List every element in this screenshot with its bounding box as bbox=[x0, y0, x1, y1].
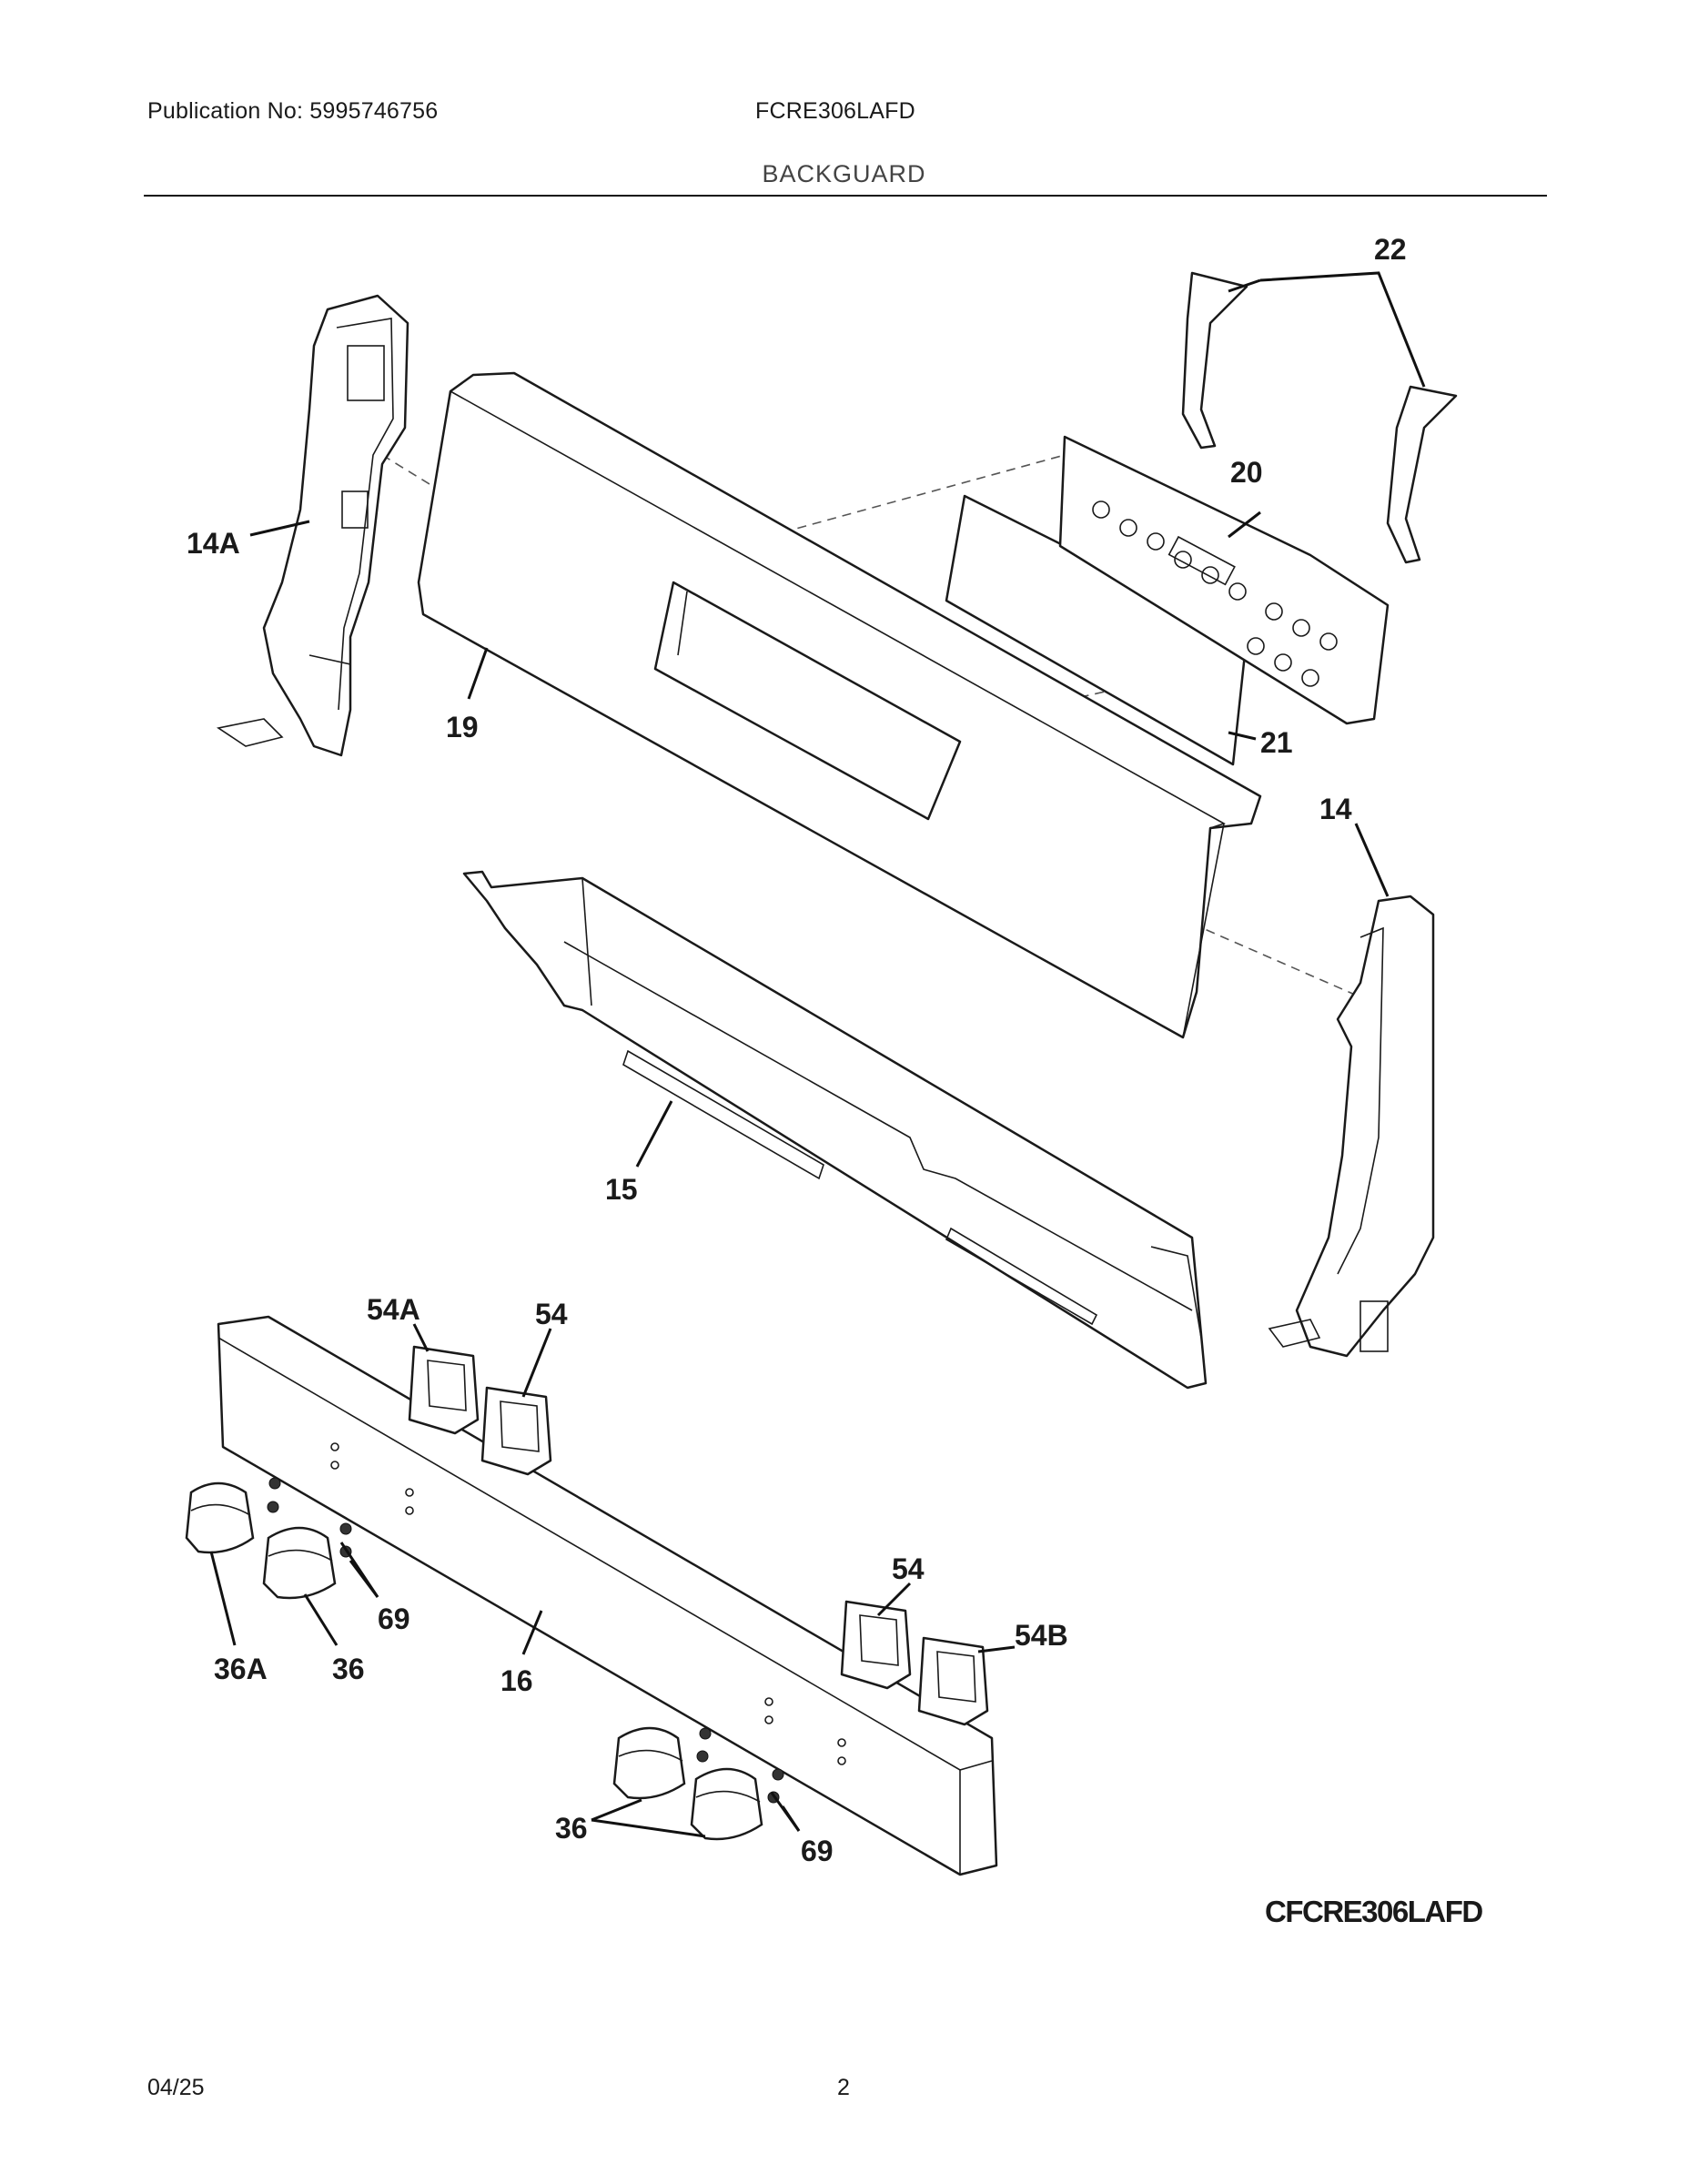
part-36-knob-left bbox=[262, 1526, 337, 1600]
callout-54b: 54B bbox=[1015, 1619, 1068, 1652]
callout-14a: 14A bbox=[187, 527, 240, 560]
callout-16: 16 bbox=[500, 1664, 533, 1697]
callout-54a: 54A bbox=[367, 1293, 420, 1326]
callout-69-left: 69 bbox=[378, 1603, 410, 1635]
callout-20: 20 bbox=[1230, 456, 1263, 489]
callout-36a: 36A bbox=[214, 1653, 268, 1685]
part-14a-left-end-cap bbox=[216, 294, 409, 757]
callout-14: 14 bbox=[1319, 793, 1352, 825]
part-54b-switch bbox=[917, 1636, 989, 1726]
callout-54-bottom: 54 bbox=[892, 1552, 925, 1585]
part-19-backguard-panel bbox=[417, 371, 1262, 1039]
publication-number: Publication No: 5995746756 bbox=[147, 98, 439, 124]
callout-labels: 22 20 14A 19 21 14 15 54A 54 54 54B 69 3… bbox=[187, 233, 1407, 1867]
callout-54-top: 54 bbox=[535, 1298, 568, 1330]
callout-36-left: 36 bbox=[332, 1653, 365, 1685]
callout-21: 21 bbox=[1260, 726, 1293, 759]
part-36a-knob bbox=[185, 1481, 255, 1554]
section-title: BACKGUARD bbox=[762, 160, 926, 187]
leader-lines bbox=[209, 271, 1426, 1838]
part-15-support-channel bbox=[462, 870, 1208, 1390]
footer-date: 04/25 bbox=[147, 2075, 205, 2100]
part-36-knob-bottom-b bbox=[690, 1767, 763, 1841]
part-20-control-board bbox=[1058, 435, 1390, 725]
part-36-knob-bottom-a bbox=[612, 1726, 686, 1800]
part-16-manifold-panel bbox=[217, 1315, 998, 1876]
page-number: 2 bbox=[837, 2075, 850, 2100]
callout-69-right: 69 bbox=[801, 1835, 834, 1867]
diagram-code: CFCRE306LAFD bbox=[1265, 1895, 1483, 1928]
part-54a-switch bbox=[408, 1345, 480, 1435]
part-54-switch-top bbox=[480, 1386, 552, 1476]
part-22-brackets bbox=[1181, 271, 1458, 564]
model-number: FCRE306LAFD bbox=[755, 98, 915, 124]
callout-19: 19 bbox=[446, 711, 479, 743]
callout-36-bottom: 36 bbox=[555, 1812, 588, 1845]
part-54-switch-bottom bbox=[840, 1600, 912, 1690]
part-69-screws bbox=[267, 1477, 784, 1804]
part-14-right-end-cap bbox=[1268, 895, 1435, 1358]
callout-15: 15 bbox=[605, 1173, 638, 1206]
header-rule bbox=[144, 195, 1547, 197]
callout-22: 22 bbox=[1374, 233, 1407, 266]
